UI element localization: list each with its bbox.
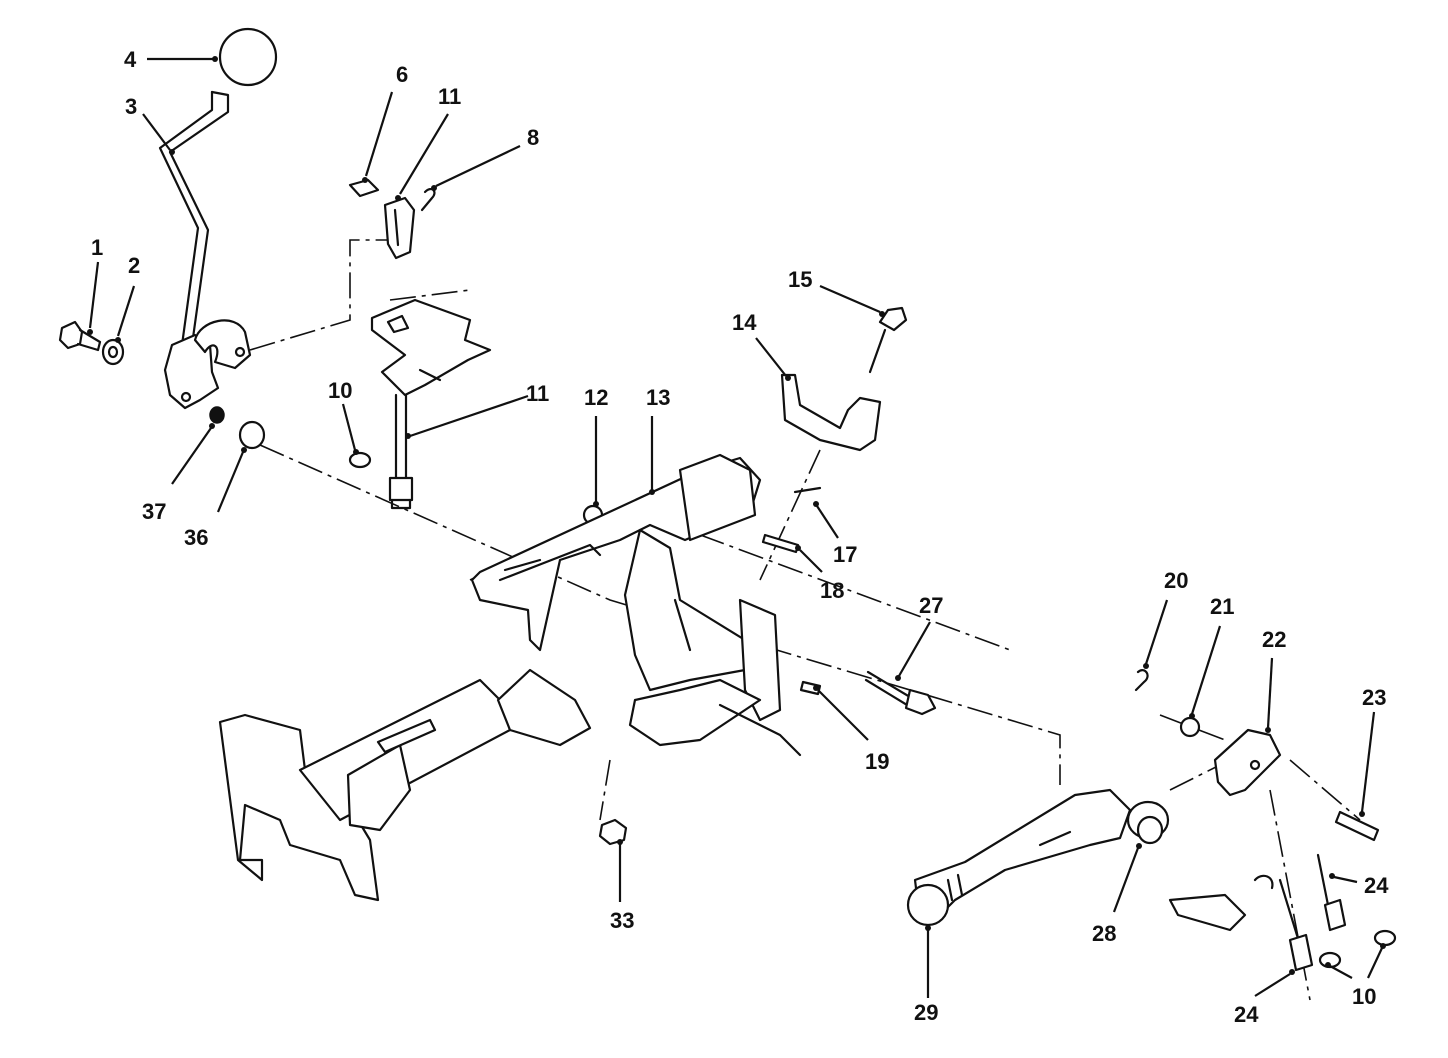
part-rod-upper <box>1316 853 1347 932</box>
part-bracket <box>780 373 882 452</box>
part-spacer-washer <box>238 420 266 450</box>
part-bolt <box>58 320 102 352</box>
callout-24-right: 24 <box>1364 873 1389 898</box>
callout-4: 4 <box>124 47 137 72</box>
part-bushing <box>209 406 225 424</box>
callout-33: 33 <box>610 908 634 933</box>
callout-24-lower: 24 <box>1234 1002 1259 1027</box>
callout-8: 8 <box>527 125 539 150</box>
part-spring-plate <box>1168 874 1274 932</box>
part-spring-clip <box>793 486 822 494</box>
callout-17: 17 <box>833 542 857 567</box>
callout-6: 6 <box>396 62 408 87</box>
part-flat-washer <box>1179 716 1201 738</box>
callout-18: 18 <box>820 578 844 603</box>
callout-36: 36 <box>184 525 208 550</box>
part-pivot-block <box>1213 728 1282 797</box>
callout-20: 20 <box>1164 568 1188 593</box>
part-o-ring-b <box>1373 929 1397 947</box>
part-lock-nut <box>598 818 628 846</box>
callout-leaders <box>87 56 1386 998</box>
part-long-bolt <box>864 670 937 716</box>
part-rod-lower <box>1278 878 1314 972</box>
part-threaded-rod <box>388 393 414 510</box>
callout-37: 37 <box>142 499 166 524</box>
callout-11-lower: 11 <box>526 381 549 406</box>
part-clevis-pin-right <box>1334 810 1380 842</box>
callout-27: 27 <box>919 593 943 618</box>
part-cotter-pin <box>420 188 436 212</box>
part-set-screw <box>799 680 822 696</box>
part-pedal-arm <box>906 788 1132 927</box>
callout-22: 22 <box>1262 627 1286 652</box>
callout-15: 15 <box>788 267 812 292</box>
part-clevis-pin <box>348 178 380 198</box>
callout-13: 13 <box>646 385 670 410</box>
part-clevis <box>383 196 416 260</box>
callout-21: 21 <box>1210 594 1234 619</box>
callout-2: 2 <box>128 253 140 278</box>
part-roll-pin <box>761 533 800 554</box>
callout-10-lower: 10 <box>1352 984 1376 1009</box>
part-main-frame <box>218 453 802 902</box>
part-shift-lever <box>158 90 252 410</box>
part-washer <box>101 338 125 366</box>
callout-12: 12 <box>584 385 608 410</box>
part-pivot-bushing <box>1126 800 1170 845</box>
callout-23: 23 <box>1362 685 1386 710</box>
callout-29: 29 <box>914 1000 938 1025</box>
callout-3: 3 <box>125 94 137 119</box>
callout-11-upper: 11 <box>438 84 461 109</box>
part-knob <box>218 27 278 87</box>
callout-1: 1 <box>91 235 103 260</box>
part-shift-plate <box>370 298 492 397</box>
callout-labels: 4 3 6 11 8 1 2 15 14 10 11 12 13 37 36 1… <box>91 47 1389 1027</box>
callout-14: 14 <box>732 310 757 335</box>
part-hair-pin <box>1134 669 1149 692</box>
part-screw <box>868 306 908 374</box>
part-o-ring-upper <box>348 451 372 469</box>
callout-10-upper: 10 <box>328 378 352 403</box>
callout-19: 19 <box>865 749 889 774</box>
callout-28: 28 <box>1092 921 1116 946</box>
